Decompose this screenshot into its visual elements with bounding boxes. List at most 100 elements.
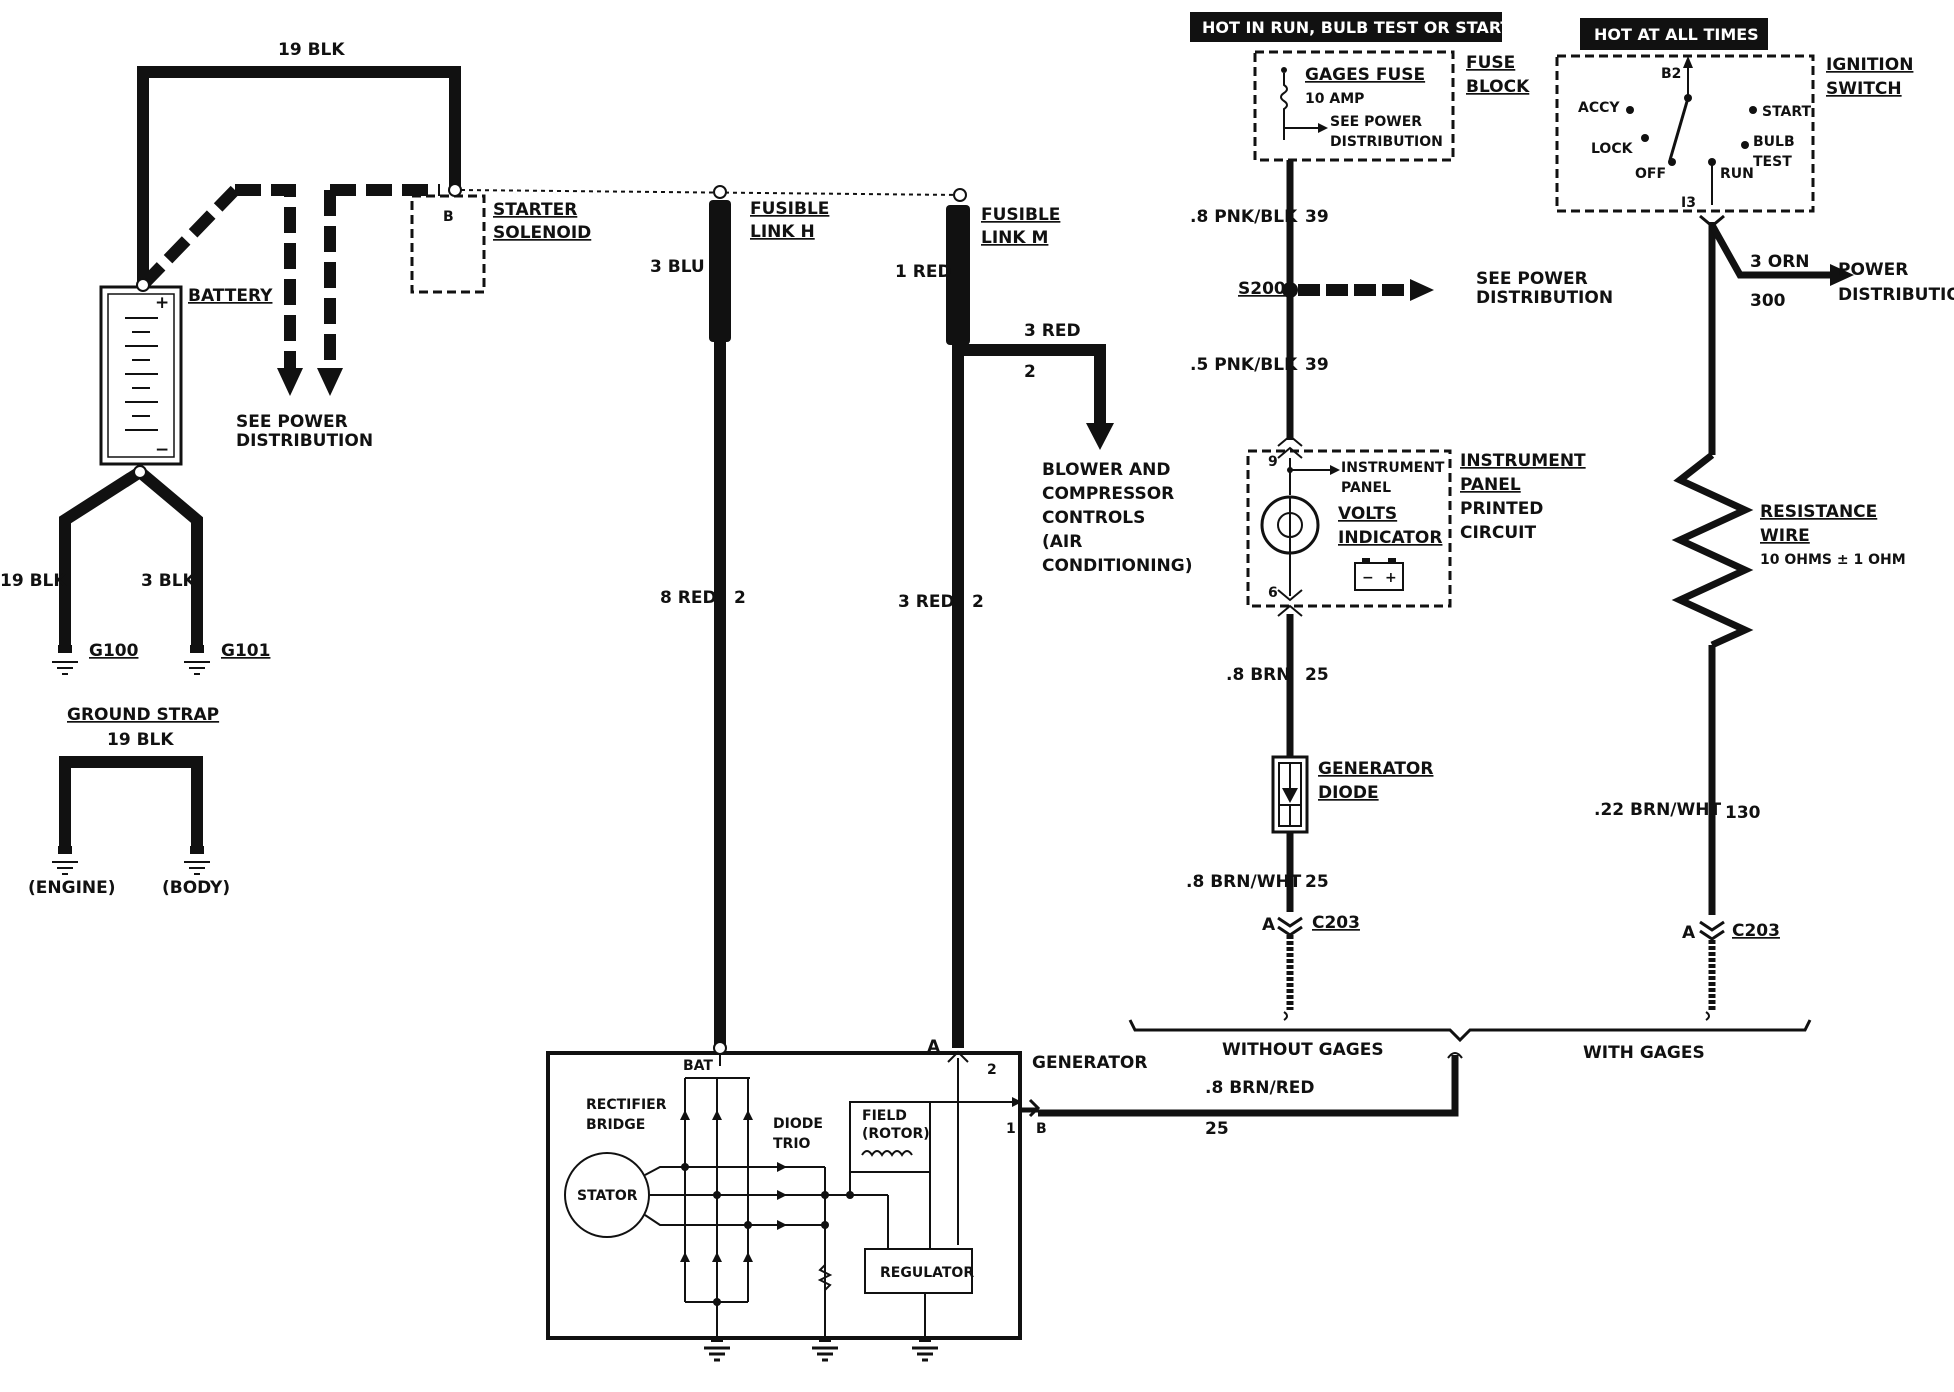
blower-line-3: CONTROLS [1042, 508, 1145, 528]
starter-solenoid-box [410, 194, 486, 294]
diode-icon [1282, 788, 1298, 803]
ign-start: START [1762, 104, 1812, 120]
svg-text:+: + [1385, 570, 1397, 586]
ign-lock: LOCK [1591, 141, 1634, 157]
rectifier-label-2: BRIDGE [586, 1117, 645, 1133]
splice-s200: S200 [1238, 279, 1286, 299]
c203-pin-a-right: A [1682, 923, 1696, 943]
stator-label: STATOR [577, 1188, 638, 1204]
resistance-circuit: 3 ORN 300 POWER DISTRIBUTION RESISTANCE … [1594, 214, 1954, 1021]
gen-diode-label-2: DIODE [1318, 783, 1379, 803]
fuse-see-power-1: SEE POWER [1330, 114, 1422, 130]
battery-plates [125, 317, 158, 431]
battery-indicator-icon: − + [1354, 558, 1404, 591]
ign-b2: B2 [1661, 66, 1681, 82]
splice-see-power-2: DISTRIBUTION [1476, 288, 1613, 308]
diode-trio-label-1: DIODE [773, 1116, 823, 1132]
battery-label: BATTERY [188, 286, 273, 306]
field-label-1: FIELD [862, 1108, 907, 1124]
fuse-block: GAGES FUSE 10 AMP SEE POWER DISTRIBUTION… [1253, 50, 1530, 162]
wire1-num: 39 [1305, 207, 1329, 227]
wire3-label: .8 BRN [1226, 665, 1290, 685]
ip-pin-top: 9 [1268, 454, 1278, 470]
fusible-link-m-body [946, 205, 970, 345]
gen-pin-1: 1 [1006, 1121, 1016, 1137]
battery-symbol [99, 285, 183, 466]
volts-label-2: INDICATOR [1338, 528, 1442, 548]
ground-strap-wire: 19 BLK [107, 730, 174, 750]
svg-text:−: − [155, 440, 169, 460]
fusible-link-h: FUSIBLE LINK H 3 BLU 8 RED 2 [650, 185, 829, 1048]
wire4-label: .8 BRN/WHT [1186, 872, 1302, 892]
arrow-fuse-see-power [1318, 123, 1328, 133]
arrow-blower [1086, 423, 1114, 450]
fusible-h-label-1: FUSIBLE [750, 199, 829, 219]
resist-label-1: RESISTANCE [1760, 502, 1877, 522]
ign-bulb-2: TEST [1753, 154, 1792, 170]
ground-g100-icon [52, 645, 78, 675]
diode-trio-icon [777, 1162, 787, 1230]
gen-out-num: 25 [1205, 1119, 1229, 1139]
instrument-panel-box [1246, 449, 1452, 608]
svg-text:−: − [1362, 570, 1374, 586]
starter-solenoid: B STARTER SOLENOID [410, 183, 961, 294]
blower-line-1: BLOWER AND [1042, 460, 1171, 480]
ip-pin-bottom: 6 [1268, 585, 1278, 601]
fuse-symbol-icon [1280, 73, 1288, 140]
power-dist-1: POWER [1838, 260, 1908, 280]
fusible-m-wire-bottom: 3 RED [898, 592, 955, 612]
gen-bat: BAT [683, 1058, 713, 1074]
ground-body-icon [184, 846, 210, 875]
gen-pin-b: B [1036, 1121, 1047, 1137]
ignition-switch-box [1555, 54, 1815, 213]
ign-accy: ACCY [1578, 100, 1620, 116]
wire3-num: 25 [1305, 665, 1329, 685]
stator-icon [564, 1152, 650, 1238]
orn-wire-num: 300 [1750, 291, 1786, 311]
wire2-num: 39 [1305, 355, 1329, 375]
resistance-wire-icon [1671, 452, 1754, 649]
ground-g100-label: G100 [89, 641, 139, 661]
rectifier-diodes-icon [680, 1110, 753, 1262]
fusible-link-m: FUSIBLE LINK M 1 RED 3 RED 2 BLOWER AND … [895, 188, 1192, 1048]
field-label-2: (ROTOR) [862, 1126, 930, 1142]
fusible-m-branch-wire: 3 RED [1024, 321, 1081, 341]
generator-box [546, 1051, 1022, 1340]
svg-text:HOT IN RUN, BULB TEST OR START: HOT IN RUN, BULB TEST OR START [1202, 18, 1511, 37]
gen-diode-label-1: GENERATOR [1318, 759, 1433, 779]
ip-inner-2: PANEL [1341, 480, 1391, 496]
gen-pin-a: A [927, 1037, 941, 1057]
blower-line-2: COMPRESSOR [1042, 484, 1174, 504]
gages-fuse-name: GAGES FUSE [1305, 65, 1425, 85]
fuse-block-label-2: BLOCK [1466, 77, 1530, 97]
gen-out-wire: .8 BRN/RED [1205, 1078, 1315, 1098]
splice-s200-dot [1282, 282, 1298, 298]
ip-label-3: PRINTED [1460, 499, 1543, 519]
resistor-icon [817, 1264, 833, 1300]
option-bus: WITHOUT GAGES WITH GAGES .8 BRN/RED 25 [1038, 1019, 1812, 1139]
gen-ground-3-icon [912, 1336, 938, 1362]
with-gages: WITH GAGES [1583, 1043, 1705, 1063]
wire1-label: .8 PNK/BLK [1190, 207, 1298, 227]
generator-label: GENERATOR [1032, 1053, 1147, 1073]
fusible-m-circuit: 2 [972, 592, 984, 612]
regulator-label: REGULATOR [880, 1265, 974, 1281]
ground-g101-label: G101 [221, 641, 270, 661]
c203-left: C203 [1312, 913, 1360, 933]
fusible-h-wire-top: 3 BLU [650, 257, 705, 277]
fuse-block-label-1: FUSE [1466, 53, 1515, 73]
wire-label-19-blk-top: 19 BLK [278, 40, 345, 60]
power-dist-2: DISTRIBUTION [1838, 285, 1954, 305]
splice-see-power-1: SEE POWER [1476, 269, 1588, 289]
wire-label-19-blk-ground: 19 BLK [0, 571, 67, 591]
fusible-h-wire-bottom: 8 RED [660, 588, 717, 608]
ip-inner-1: INSTRUMENT [1341, 460, 1445, 476]
fuse-see-power-2: DISTRIBUTION [1330, 134, 1443, 150]
ign-run: RUN [1720, 166, 1754, 182]
option-brace [1128, 1019, 1812, 1043]
gages-circuit: .8 PNK/BLK 39 S200 SEE POWER DISTRIBUTIO… [1186, 160, 1613, 1021]
battery-section: 19 BLK SEE POWER DISTRIBUTION + − BATTER… [0, 40, 461, 675]
gen-ground-1-icon [704, 1336, 730, 1362]
